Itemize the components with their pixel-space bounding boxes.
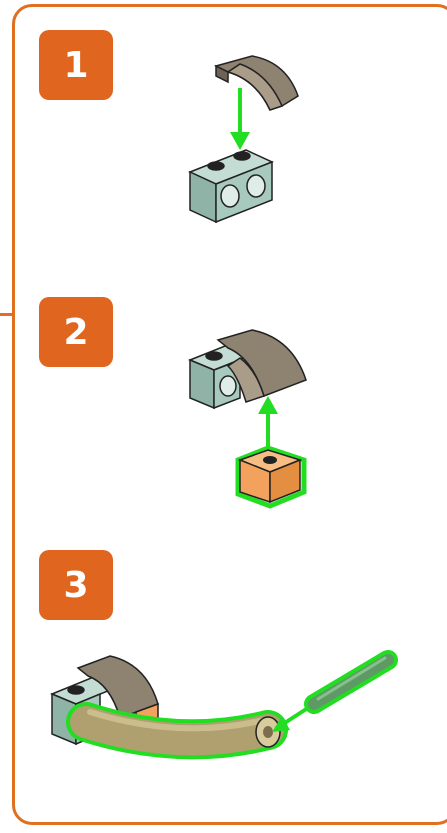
arrow-icon xyxy=(258,396,278,452)
step-number: 3 xyxy=(63,564,89,606)
curved-slope-icon xyxy=(213,55,299,111)
step-1-badge: 1 xyxy=(39,30,113,100)
step-number: 2 xyxy=(63,311,89,353)
step-2-badge: 2 xyxy=(39,297,113,367)
technic-brick-icon xyxy=(188,149,274,224)
arrow-icon xyxy=(230,88,250,150)
step-1-illustration xyxy=(188,55,299,224)
round-brick-icon xyxy=(235,445,307,509)
step-number: 1 xyxy=(63,44,89,86)
callout-connector xyxy=(0,313,14,316)
curved-slope-icon xyxy=(216,329,307,403)
flex-tube-icon xyxy=(66,702,288,760)
step-3-illustration xyxy=(50,650,398,760)
step-2-illustration xyxy=(188,329,307,509)
axle-icon xyxy=(304,650,398,714)
step-3-badge: 3 xyxy=(39,550,113,620)
